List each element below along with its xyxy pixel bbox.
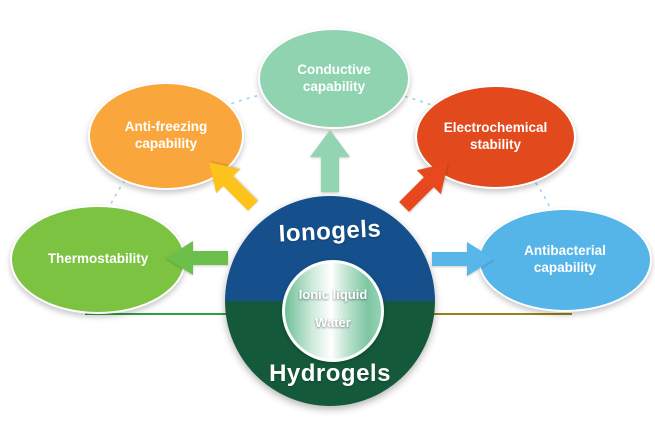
arrow-shape <box>399 163 448 212</box>
inner-mixture-circle: Ionic liquid Water <box>282 260 384 362</box>
arrow-to-antibacterial <box>432 242 494 276</box>
ionic-liquid-label: Ionic liquid <box>298 287 368 302</box>
bubble-antibacterial: Antibacterial capability <box>478 208 652 312</box>
bubble-conductive: Conductive capability <box>258 28 410 129</box>
arrow-shape <box>432 242 494 276</box>
center-circle: Ionogels Hydrogels Ionic liquid Water <box>225 196 435 406</box>
bubble-electrochemical: Electrochemical stability <box>415 85 576 189</box>
arrow-to-electrochemical <box>399 163 448 212</box>
water-label: Water <box>315 315 351 330</box>
bubble-thermostability: Thermostability <box>10 205 186 314</box>
bubble-label: Conductive capability <box>297 61 371 94</box>
bubble-label: Antibacterial capability <box>524 243 606 275</box>
arrow-to-thermostability <box>166 241 228 275</box>
arrow-shape <box>209 162 258 211</box>
arrow-shape <box>310 130 350 192</box>
arrow-to-conductive <box>310 130 350 192</box>
baseline-left-segment <box>85 313 330 315</box>
baseline-right-segment <box>330 313 572 315</box>
hydrogels-label: Hydrogels <box>269 360 391 387</box>
bubble-label: Thermostability <box>47 251 149 267</box>
arrow-shape <box>166 241 228 275</box>
arrow-to-anti-freezing <box>209 162 258 211</box>
bubble-label: Anti-freezing capability <box>124 119 208 151</box>
bubble-label: Electrochemical stability <box>443 120 548 152</box>
